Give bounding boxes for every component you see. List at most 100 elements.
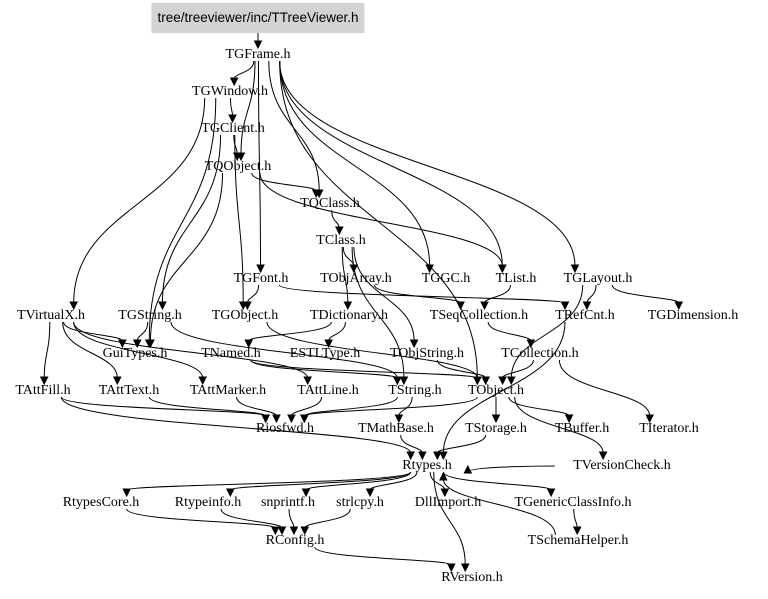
graph-node-tseqcollection[interactable]: TSeqCollection.h: [429, 308, 529, 323]
graph-node-tgenericclassinfo[interactable]: TGenericClassInfo.h: [514, 495, 632, 510]
graph-node-tgobject[interactable]: TGObject.h: [211, 308, 279, 323]
graph-node-tgstring[interactable]: TGString.h: [118, 308, 182, 323]
edge-tgstring-to-guitypes: [136, 321, 149, 342]
arrowhead-tattline: [303, 376, 312, 386]
arrowhead-tcollection: [526, 339, 536, 349]
edge-tattfill-to-rtypes: [60, 396, 412, 454]
graph-node-rconfig[interactable]: RConfig.h: [265, 533, 325, 548]
edge-tobject-to-tversioncheck: [514, 396, 604, 454]
arrowhead-rtypes: [463, 464, 473, 474]
graph-node-tobjstring[interactable]: TObjString.h: [389, 346, 465, 361]
graph-node-tobject[interactable]: TObject.h: [467, 383, 525, 398]
edge-tcollection-to-titerator: [558, 359, 651, 417]
graph-node-tgdimension[interactable]: TGDimension.h: [647, 308, 739, 323]
graph-node-tatttext[interactable]: TAttText.h: [98, 383, 160, 398]
edge-tgenericclassinfo-to-tschemahelper: [573, 508, 578, 529]
graph-node-tgframe[interactable]: TGFrame.h: [225, 47, 291, 62]
graph-node-tlist[interactable]: TList.h: [495, 271, 537, 286]
edge-tobjstring-to-tobject: [436, 359, 487, 379]
arrowhead-titerator: [645, 414, 654, 424]
edge-tgwindow-to-tvirtualx: [73, 97, 206, 304]
arrowhead-trefcnt: [582, 301, 592, 311]
graph-node-tqobject[interactable]: TQObject.h: [204, 159, 272, 174]
graph-node-snprintf[interactable]: snprintf.h: [260, 495, 316, 510]
edge-tgwindow-to-guitypes: [148, 97, 217, 342]
arrowhead-tqclass: [311, 189, 321, 199]
arrowhead-tatttext: [112, 376, 122, 386]
arrowhead-tversioncheck: [598, 451, 608, 461]
graph-node-tcollection[interactable]: TCollection.h: [501, 346, 579, 361]
edge-rtypes-to-rversion: [433, 471, 466, 566]
graph-node-tgclient[interactable]: TGClient.h: [201, 121, 265, 136]
graph-node-tversioncheck[interactable]: TVersionCheck.h: [573, 458, 671, 473]
edge-tclass-to-tstring: [351, 246, 405, 379]
arrowhead-tschemahelper: [572, 526, 582, 536]
edge-tgframe-to-tqclass: [268, 60, 320, 192]
arrowhead-tgframe: [253, 40, 263, 50]
arrowhead-tstring: [393, 376, 402, 386]
edge-tglayout-to-tobject: [510, 284, 584, 379]
edge-tmathbase-to-rtypes: [400, 434, 423, 454]
graph-node-tggc[interactable]: TGGC.h: [421, 271, 471, 286]
edge-tnamed-to-tstring: [250, 359, 398, 379]
arrowhead-tbuffer: [564, 414, 574, 424]
edge-strlcpy-to-rconfig: [304, 508, 351, 529]
arrowhead-snprintf: [301, 488, 311, 498]
edge-snprintf-to-rconfig: [288, 508, 295, 529]
graph-node-guitypes[interactable]: GuiTypes.h: [102, 346, 168, 361]
graph-node-rtypeinfo[interactable]: Rtypeinfo.h: [174, 495, 242, 510]
arrowhead-tstring: [399, 376, 409, 386]
arrowhead-dllimport: [440, 488, 450, 498]
graph-node-estltype[interactable]: ESTLType.h: [289, 346, 361, 361]
arrowhead-rtypes: [439, 471, 448, 481]
edge-tvirtualx-to-guitypes: [63, 321, 123, 342]
graph-node-tgfont[interactable]: TGFont.h: [233, 271, 289, 286]
graph-node-tqclass[interactable]: TQClass.h: [300, 196, 360, 211]
graph-node-tmathbase[interactable]: TMathBase.h: [358, 421, 434, 436]
arrowhead-riosfwd: [300, 414, 309, 424]
arrowhead-tgenericclassinfo: [546, 488, 556, 498]
arrowhead-estltype: [324, 339, 333, 349]
edge-tobjarray-to-tseqcollection: [373, 284, 462, 304]
edge-tgframe-to-tgfont: [257, 60, 262, 267]
graph-node-tschemahelper[interactable]: TSchemaHelper.h: [527, 533, 629, 548]
graph-node-tgwindow[interactable]: TGWindow.h: [192, 84, 268, 99]
arrowhead-guitypes: [146, 339, 155, 349]
graph-node-rtypes[interactable]: Rtypes.h: [402, 458, 452, 473]
edge-trefcnt-to-rtypes: [442, 321, 566, 454]
arrowhead-rversion: [460, 563, 470, 573]
graph-node-tattmarker[interactable]: TAttMarker.h: [189, 383, 267, 398]
graph-node-rtypescore[interactable]: RtypesCore.h: [62, 495, 140, 510]
edge-tgstring-to-tstring: [170, 321, 398, 379]
graph-node-rversion[interactable]: RVersion.h: [441, 570, 503, 585]
edge-tobject-to-riosfwd: [303, 396, 478, 417]
graph-node-tattfill[interactable]: TAttFill.h: [15, 383, 71, 398]
graph-node-trefcnt[interactable]: TRefCnt.h: [555, 308, 615, 323]
graph-node-tstorage[interactable]: TStorage.h: [465, 421, 527, 436]
graph-node-titerator[interactable]: TIterator.h: [639, 421, 699, 436]
graph-node-tbuffer[interactable]: TBuffer.h: [554, 421, 610, 436]
graph-node-tvirtualx[interactable]: TVirtualX.h: [17, 308, 85, 323]
arrowhead-tgobject: [243, 301, 252, 311]
edge-tgfont-to-trefcnt: [278, 284, 566, 304]
graph-node-dllimport[interactable]: DllImport.h: [414, 495, 482, 510]
graph-node-tdictionary[interactable]: TDictionary.h: [309, 308, 389, 323]
edge-tclass-to-tdictionary: [341, 246, 349, 304]
arrowhead-tnamed: [244, 339, 254, 349]
graph-node-riosfwd[interactable]: Riosfwd.h: [256, 421, 314, 436]
arrowhead-tgdimension: [674, 301, 684, 311]
arrowhead-tclass: [335, 226, 344, 236]
root-node[interactable]: tree/treeviewer/inc/TTreeViewer.h: [151, 3, 365, 33]
arrowhead-tvirtualx: [69, 301, 78, 311]
arrowhead-rtypes: [433, 451, 442, 461]
graph-node-tglayout[interactable]: TGLayout.h: [563, 271, 633, 286]
graph-node-tnamed[interactable]: TNamed.h: [201, 346, 261, 361]
graph-node-tobjarray[interactable]: TObjArray.h: [320, 271, 392, 286]
graph-node-strlcpy[interactable]: strlcpy.h: [336, 495, 384, 510]
edge-tglayout-to-trefcnt: [586, 284, 597, 304]
edge-tvirtualx-to-tatttext: [62, 321, 118, 379]
graph-node-tclass[interactable]: TClass.h: [316, 233, 366, 248]
graph-node-tstring[interactable]: TString.h: [388, 383, 442, 398]
graph-node-tattline[interactable]: TAttLine.h: [297, 383, 359, 398]
